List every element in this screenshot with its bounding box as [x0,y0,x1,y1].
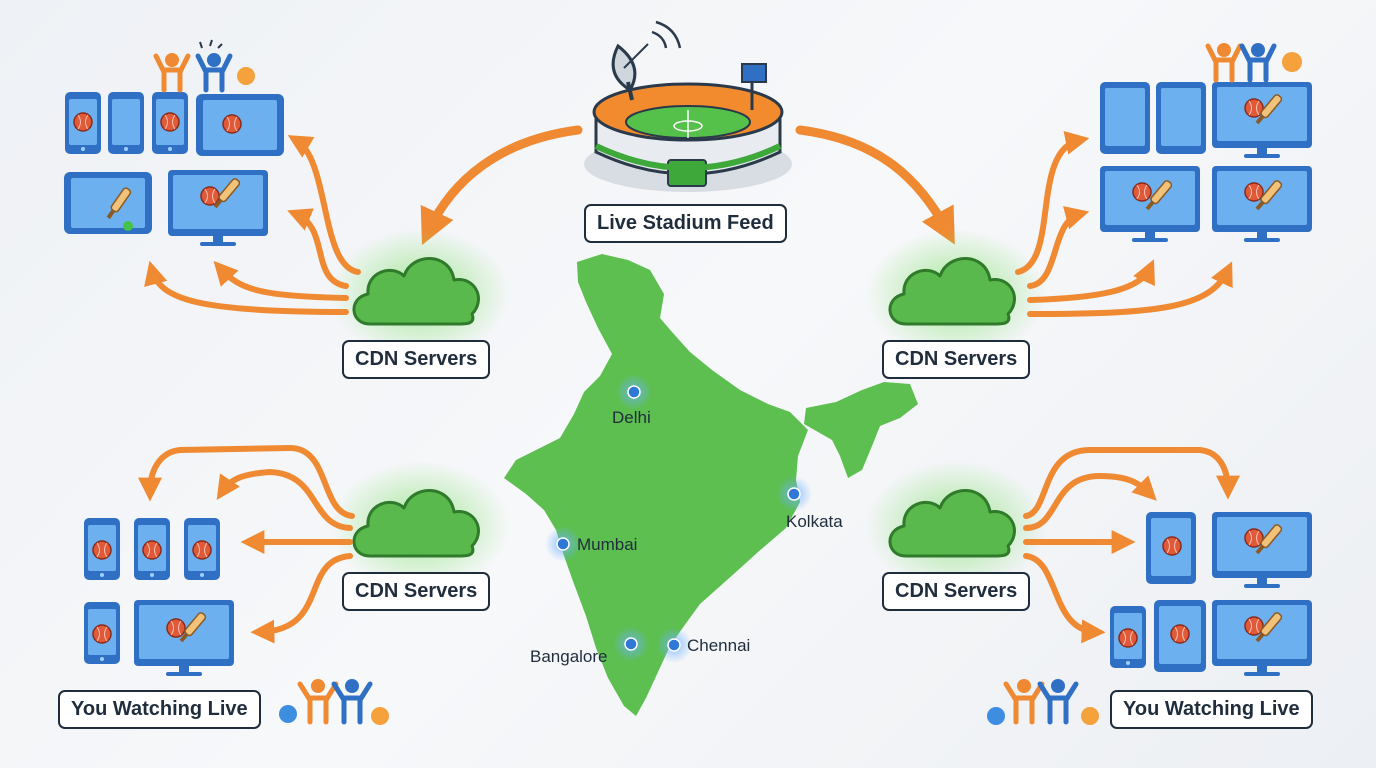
city-label-chennai: Chennai [687,636,751,655]
city-label-delhi: Delhi [612,408,651,427]
stadium-icon [584,82,792,192]
cdn-label-bottom-right: CDN Servers [882,572,1031,611]
city-label-kolkata: Kolkata [786,512,843,531]
fans-icon-bottom-left [279,679,389,725]
city-dot-chennai [656,627,692,663]
viewer-label-bottom-right: You Watching Live [1110,690,1313,729]
distribution-arrows [138,131,1240,644]
cdn-label-top-right: CDN Servers [882,340,1031,379]
viewer-label-bottom-left: You Watching Live [58,690,261,729]
cdn-label-bottom-left: CDN Servers [342,572,491,611]
city-markers [545,374,812,663]
fans-icon-bottom-right [987,679,1099,725]
fans-icon-top-right [1205,43,1302,83]
devices-bottom-left [84,518,234,676]
devices-top-right [1100,82,1312,242]
satellite-dish-icon [611,20,682,101]
city-label-mumbai: Mumbai [577,535,638,554]
devices-bottom-right [1110,512,1312,676]
fans-icon-top-left [153,39,255,93]
cdn-label-top-left: CDN Servers [342,340,491,379]
scoreboard-icon [741,63,767,110]
india-map [504,254,918,716]
devices-top-left [64,92,284,246]
city-dot-mumbai [545,526,581,562]
stadium-feed-label: Live Stadium Feed [584,204,787,243]
city-dot-bangalore [613,626,649,662]
city-dot-kolkata [776,476,812,512]
feed-arrows [420,125,955,246]
city-label-bangalore: Bangalore [530,647,608,666]
city-dot-delhi [616,374,652,410]
arrow-stadium-to-left-cdn [420,125,583,246]
arrow-stadium-to-right-cdn [795,125,955,245]
